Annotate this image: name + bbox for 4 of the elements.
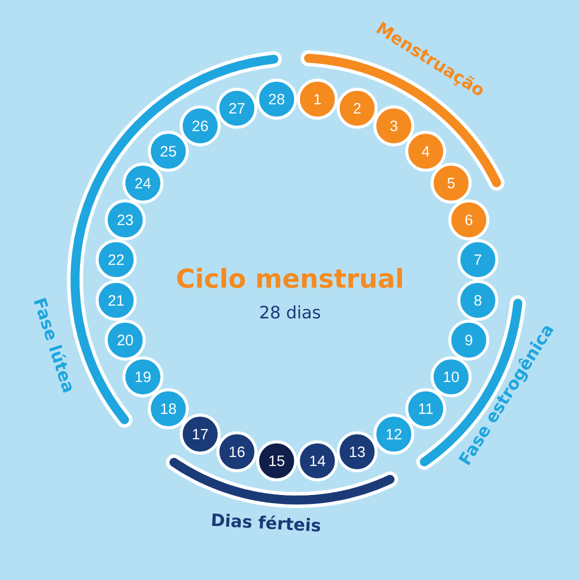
title: Ciclo menstrual: [177, 268, 402, 288]
phase-label: Dias férteis: [212, 514, 320, 532]
phase-label: Fase lútea: [34, 298, 72, 393]
subtitle: 28 dias: [260, 305, 320, 319]
